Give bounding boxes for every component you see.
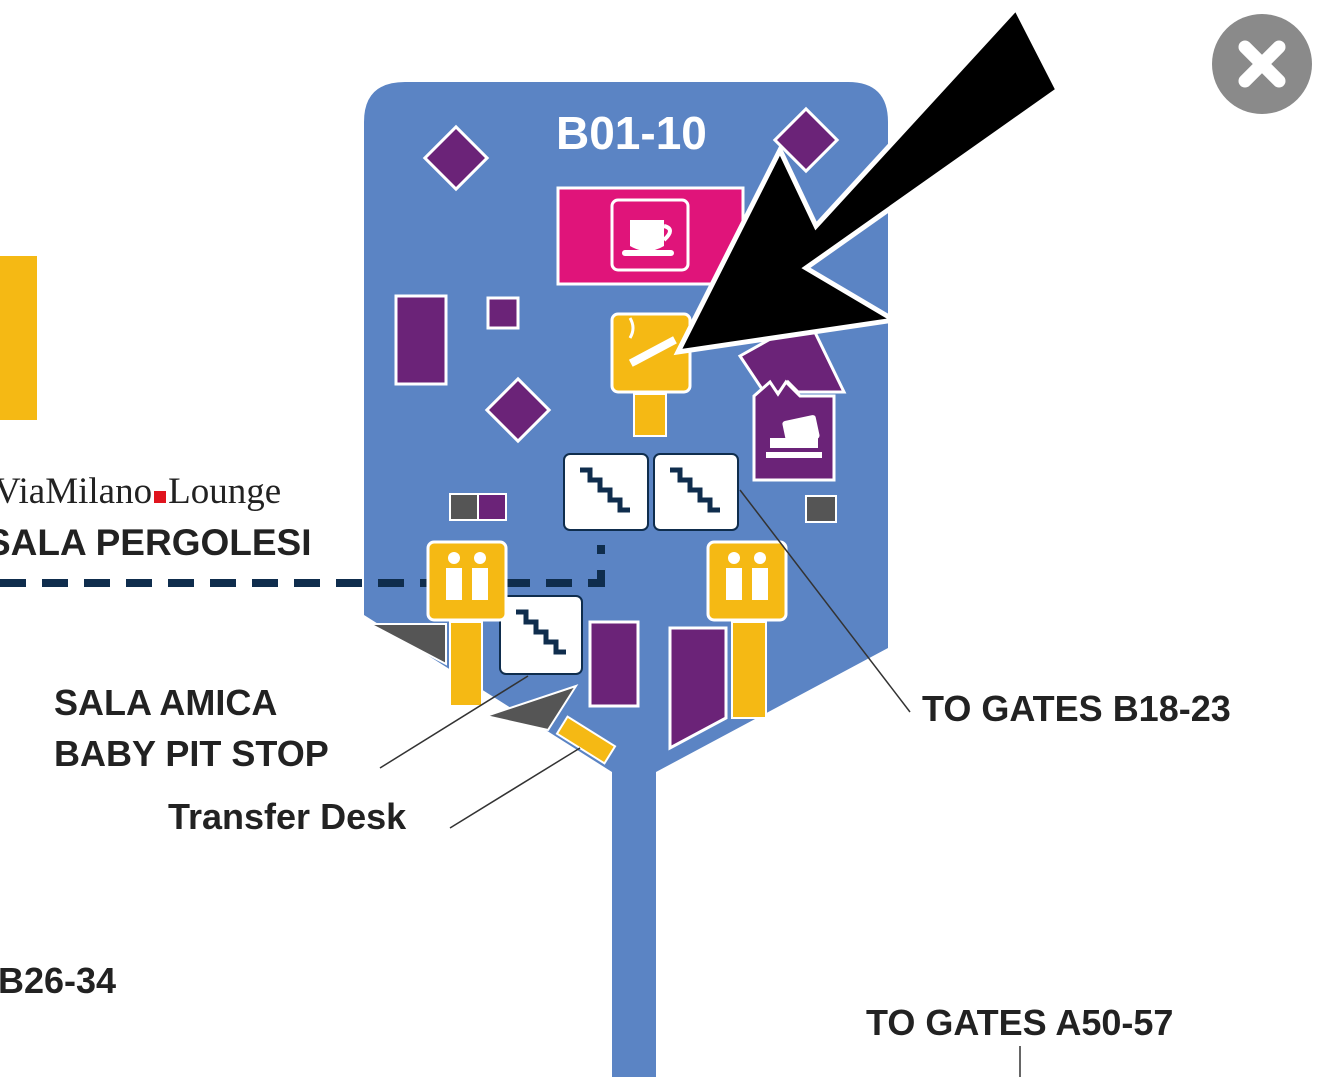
close-button[interactable] [1212, 14, 1312, 114]
lounge-brand-left: ViaMilano [0, 471, 153, 512]
smoking-icon [610, 312, 692, 437]
shopping-icon [752, 379, 836, 482]
amenity-block [486, 296, 520, 330]
to-gates-a50-label: TO GATES A50-57 [866, 1002, 1174, 1043]
transfer-desk-block [555, 715, 617, 765]
escalator-icon [653, 453, 739, 531]
amenity-diamond [484, 376, 552, 444]
lounge-brand-separator [154, 491, 167, 503]
transfer-desk-label: Transfer Desk [168, 796, 407, 837]
escalator-icon [499, 595, 583, 675]
amenity-diamond [422, 124, 490, 192]
lounge-block [0, 256, 37, 420]
baby-pit-stop-label: BABY PIT STOP [54, 733, 329, 774]
escalator-icon [563, 453, 649, 531]
restroom-icon [706, 540, 788, 719]
restroom-icon [426, 540, 508, 707]
lounge-brand: ViaMilano Lounge [0, 470, 281, 513]
coffee-cup-icon [556, 186, 745, 286]
lounge-brand-right: Lounge [168, 471, 282, 512]
to-gates-b26-label: B26-34 [0, 960, 117, 1001]
arrow-pointer-icon [673, 3, 1062, 356]
lounge-name: SALA PERGOLESI [0, 522, 312, 563]
amenity-diamond [772, 106, 840, 174]
sala-amica-label: SALA AMICA [54, 682, 278, 723]
close-icon [1238, 40, 1286, 88]
amenity-block [394, 294, 448, 386]
gate-area-label: B01-10 [556, 107, 707, 159]
lounge-route [0, 545, 605, 587]
to-gates-b18-label: TO GATES B18-23 [922, 688, 1231, 729]
